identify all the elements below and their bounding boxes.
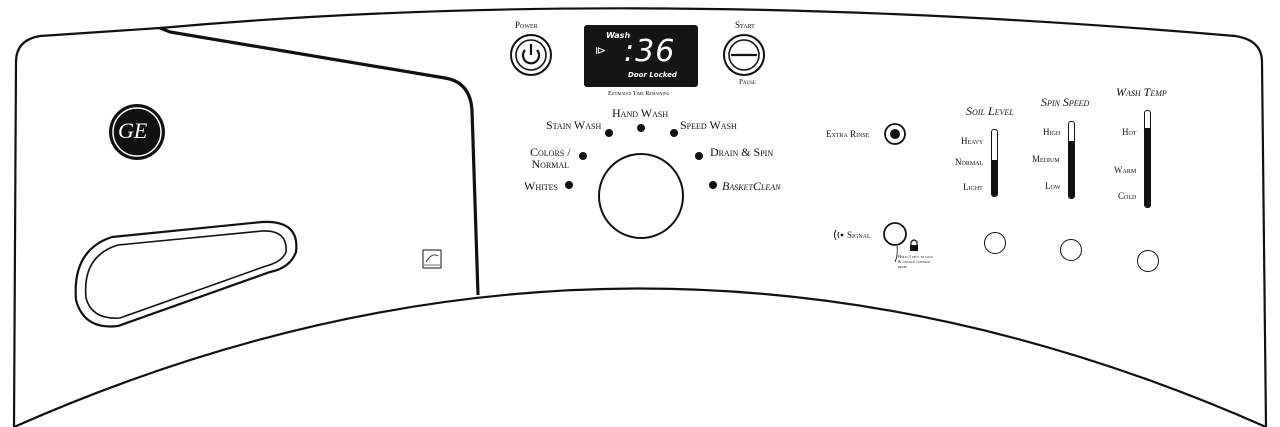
wash-temp-button[interactable]: [1137, 250, 1159, 272]
wash-temp-title: Wash Temp: [1116, 85, 1167, 99]
cycle-basketclean-label: BasketClean: [722, 179, 781, 193]
start-pause-button[interactable]: [723, 34, 765, 76]
cycle-colors-normal-indicator[interactable]: [579, 152, 587, 160]
panel-border: [12, 7, 1268, 427]
soil-level-heavy: Heavy: [961, 136, 984, 146]
cycle-selector-knob[interactable]: [598, 153, 684, 239]
spin-speed-low: Low: [1045, 181, 1061, 191]
signal-label: Signal: [847, 230, 871, 240]
wash-temp-fill: [1145, 128, 1150, 207]
spin-speed-medium: Medium: [1032, 154, 1060, 164]
cycle-stain-wash-label: Stain Wash: [546, 118, 602, 132]
signal-waves-icon: [834, 229, 844, 241]
power-button[interactable]: [510, 34, 552, 76]
pause-label: Pause: [739, 78, 756, 86]
soil-level-fill: [992, 159, 997, 196]
wash-temp-cold: Cold: [1118, 191, 1137, 201]
drawer-divider: [159, 26, 480, 296]
display-signal-icon: ⧐: [595, 45, 606, 57]
signal-button[interactable]: [883, 222, 907, 246]
cycle-drain-spin-indicator[interactable]: [695, 152, 703, 160]
spin-speed-title: Spin Speed: [1041, 95, 1090, 109]
soil-level-normal: Normal: [955, 157, 984, 167]
display-status: Door Locked: [628, 71, 677, 79]
cycle-whites-label: Whites: [524, 179, 558, 193]
power-label: Power: [515, 20, 538, 30]
extra-rinse-label: Extra Rinse: [826, 129, 870, 139]
soil-level-light: Light: [963, 182, 983, 192]
wash-temp-warm: Warm: [1114, 165, 1137, 175]
cycle-speed-wash-label: Speed Wash: [680, 118, 737, 132]
wash-temp-hot: Hot: [1122, 127, 1137, 137]
spin-speed-button[interactable]: [1060, 239, 1082, 261]
spin-speed-gauge: [1068, 121, 1075, 199]
display-time: :36: [624, 34, 676, 69]
cycle-hand-wash-label: Hand Wash: [612, 106, 669, 120]
soil-level-button[interactable]: [984, 232, 1006, 254]
cycle-stain-wash-indicator[interactable]: [605, 129, 613, 137]
ge-logo: [109, 104, 165, 160]
ge-logo-text: GE: [118, 118, 148, 143]
cycle-drain-spin-label: Drain & Spin: [710, 145, 774, 159]
cycle-basketclean-indicator[interactable]: [709, 181, 717, 189]
spin-speed-fill: [1069, 141, 1074, 198]
cycle-whites-indicator[interactable]: [565, 181, 573, 189]
cycle-hand-wash-indicator[interactable]: [637, 124, 645, 132]
start-label: Start: [735, 20, 755, 30]
drawer-handle[interactable]: [74, 220, 298, 328]
time-display: Wash ⧐ :36 Door Locked: [584, 25, 698, 87]
soil-level-gauge: [991, 129, 998, 197]
spin-speed-high: High: [1043, 127, 1061, 137]
cycle-colors-normal-label: Colors / Normal: [530, 145, 571, 171]
display-caption: Estimated Time Remaining: [608, 91, 670, 97]
panel-lower-arc: [13, 287, 1267, 427]
signal-lock-note: Hold 3 secs to lock & unlock control pan…: [898, 254, 934, 269]
extra-rinse-button[interactable]: [884, 123, 906, 145]
lock-icon: [910, 239, 918, 251]
power-icon: [521, 49, 541, 65]
soil-level-title: Soil Level: [966, 104, 1014, 118]
display-mode: Wash: [606, 31, 631, 40]
cycle-speed-wash-indicator[interactable]: [670, 129, 678, 137]
energy-star-icon: [422, 249, 442, 269]
wash-temp-gauge: [1144, 110, 1151, 208]
